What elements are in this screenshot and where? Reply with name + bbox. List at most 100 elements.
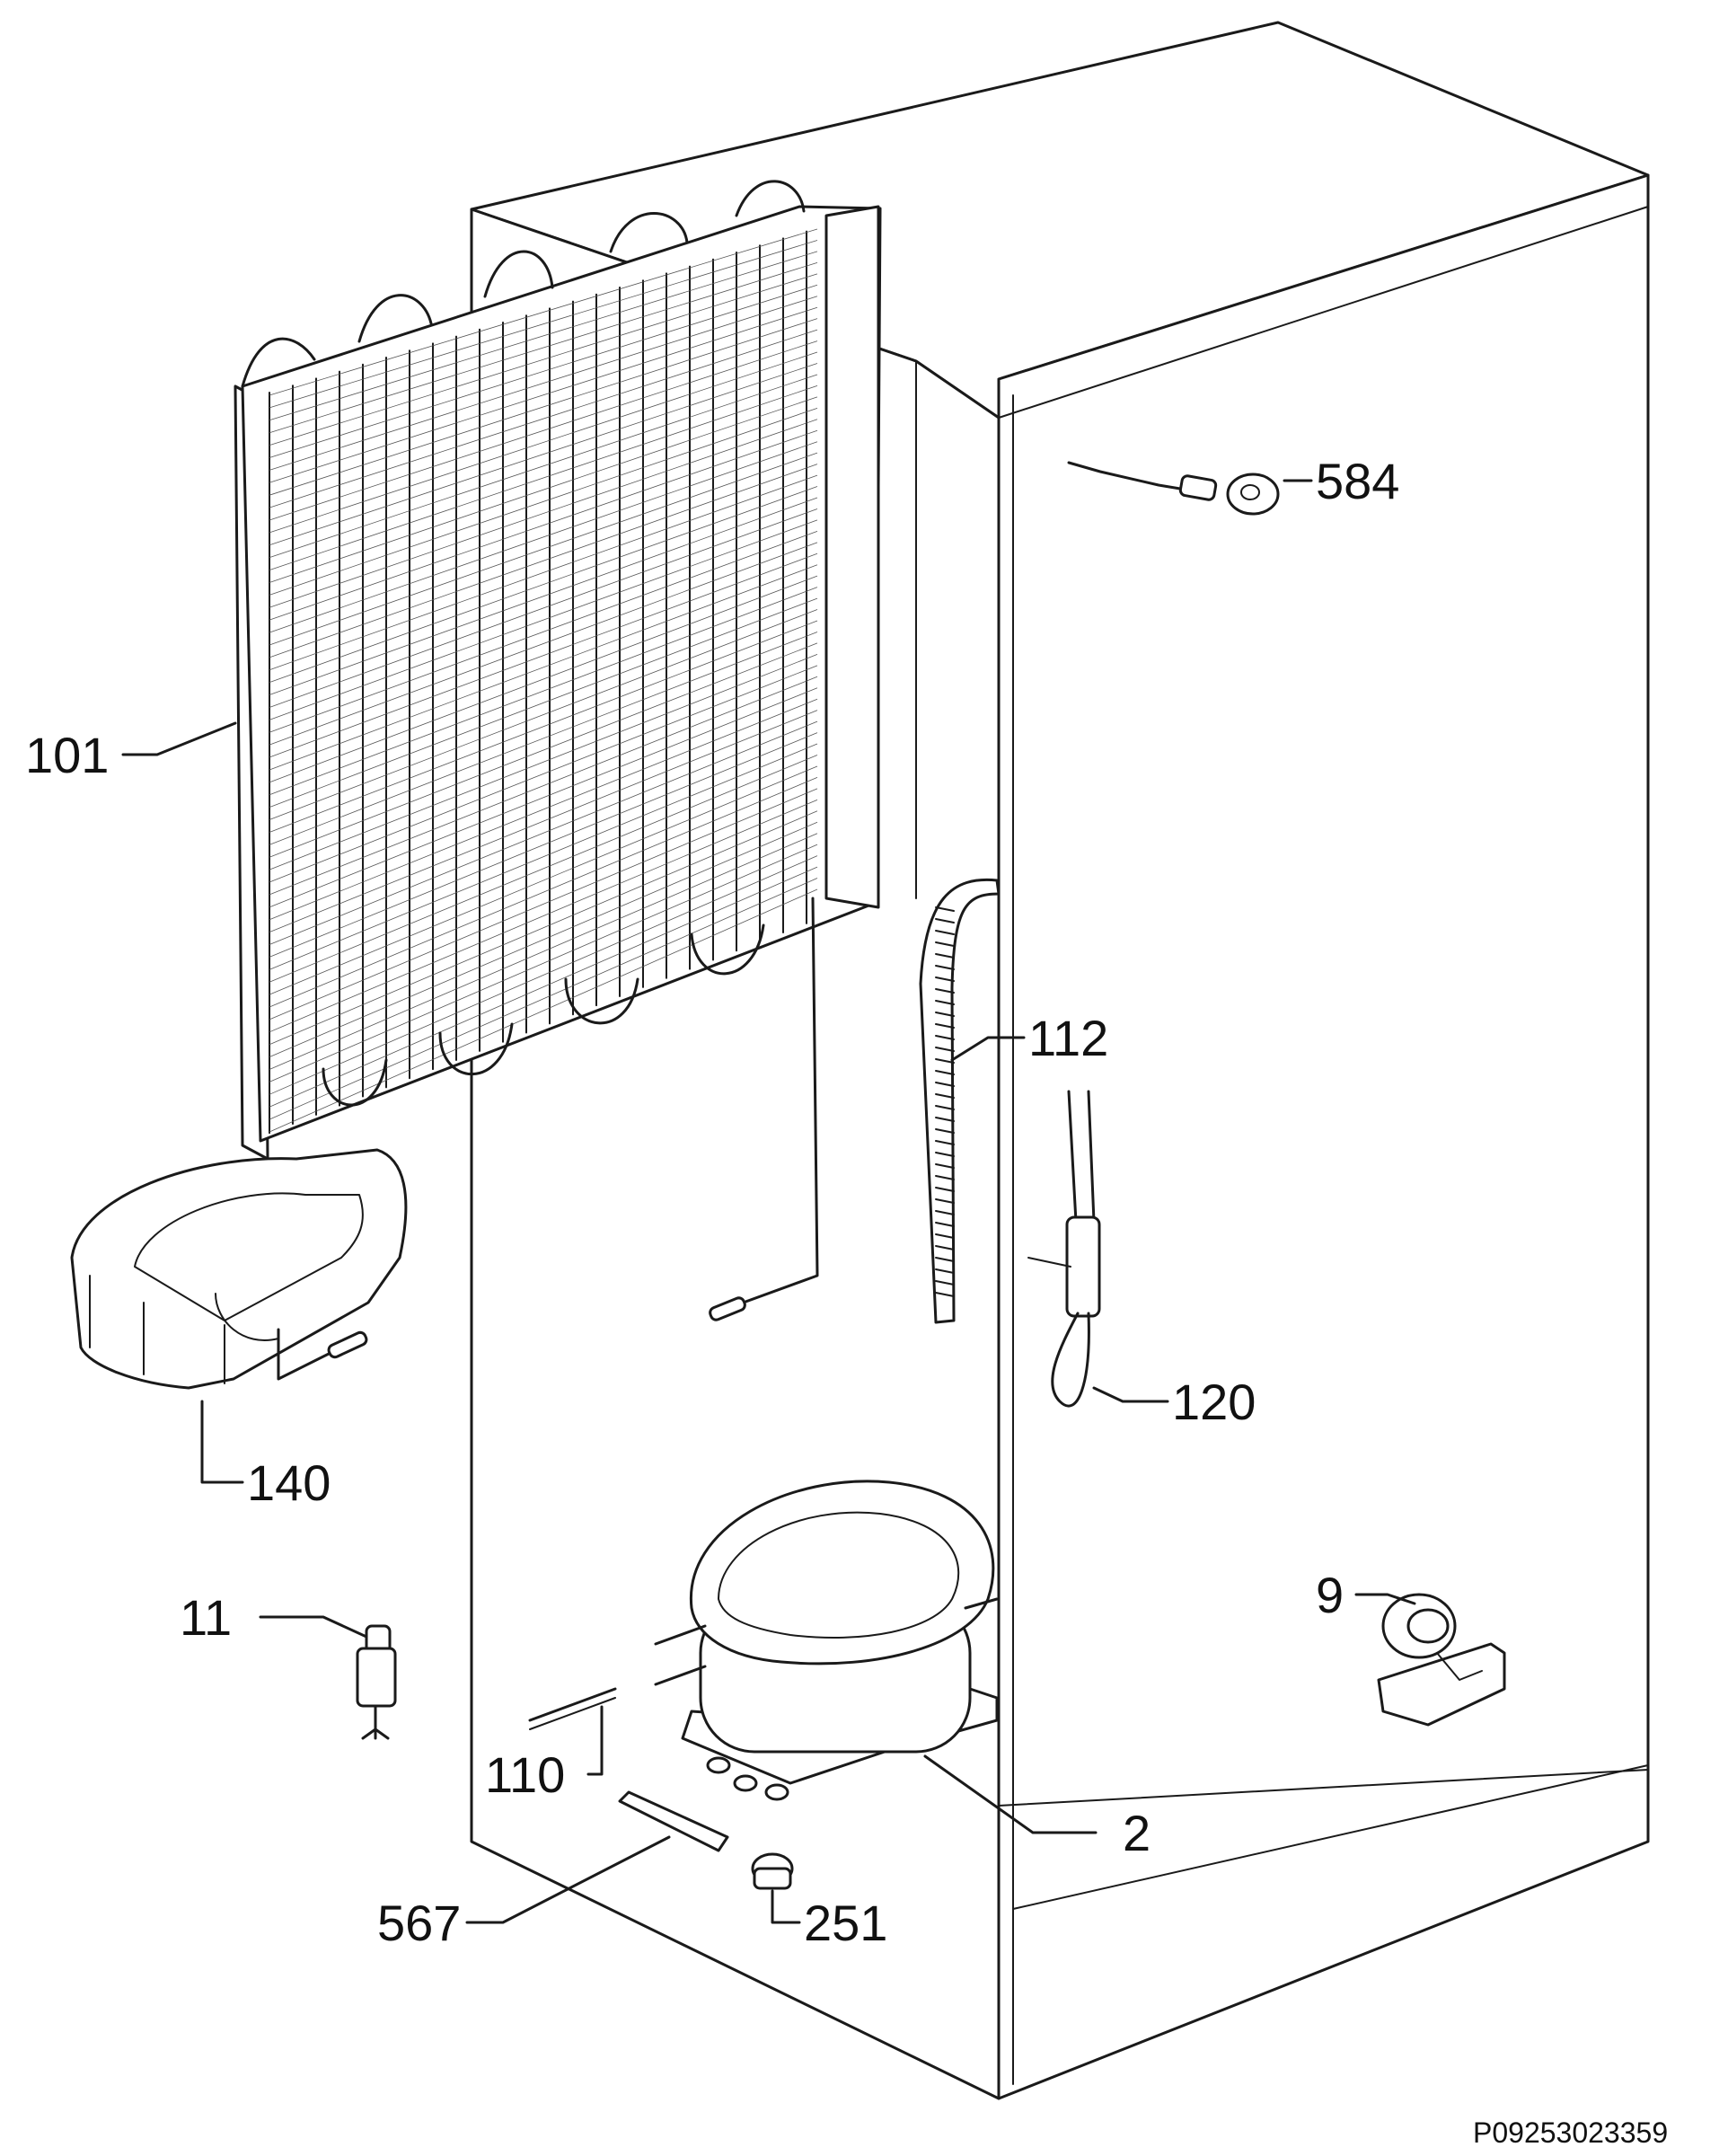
condenser-wire [269,464,818,658]
condenser-wire [269,575,818,783]
condenser-wire [269,452,818,646]
condenser-wire [269,508,818,708]
tube-110 [528,1687,617,1730]
condenser-wire [269,329,818,508]
condenser-wire [269,844,818,1082]
hose-rib [935,1058,955,1064]
hose-rib [935,1140,955,1145]
callout-140: 140 [247,1454,331,1511]
callout-101: 101 [25,727,109,783]
condenser-wire [269,687,818,908]
condenser-wire [269,273,818,446]
hose-rib [935,1023,955,1029]
condenser-wire [269,407,818,596]
condenser-wire [269,698,818,921]
hose-rib [935,1222,955,1227]
condenser-wire [269,542,818,746]
condenser-wire [269,552,818,758]
hose-rib [935,965,955,970]
condenser-wire [269,251,818,421]
condenser-wire [269,833,818,1070]
condenser-wire [269,620,818,833]
condenser-wire [269,810,818,1046]
callout-584: 584 [1316,453,1399,509]
condenser-wire [269,665,818,883]
condenser-wire [269,530,818,733]
hose-rib [935,1128,955,1134]
condenser-wire [269,743,818,970]
condenser-wire [269,306,818,483]
condenser-wire [269,340,818,521]
condenser-wire [269,878,818,1120]
condenser-wire [269,296,818,471]
drawing-number: P09253023359 [1473,2116,1668,2149]
hose-rib [935,1152,955,1157]
sensor-wires [1027,1090,1101,1408]
condenser-wire [269,632,818,845]
condenser-wire [269,486,818,684]
condenser-wire [269,351,818,534]
connector-plug [356,1624,397,1740]
condenser-wire [269,419,818,608]
hose-rib [935,1187,955,1192]
hose-rib [935,953,955,959]
condenser-wire [269,765,818,995]
compressor [654,1480,999,1801]
leader-lines [121,479,1416,1924]
hose-rib [935,941,955,947]
condenser-wire [269,284,818,458]
condenser-wire [269,777,818,1008]
condenser-wire [269,788,818,1021]
hose-rib [935,1163,955,1169]
condenser-coil [234,180,882,1321]
hose-rib [935,1035,955,1040]
hose-rib [935,918,955,923]
hose-rib [935,1292,955,1297]
condenser-wire [269,240,818,409]
condenser-wire [269,609,818,820]
hose-rib [935,1082,955,1087]
condenser-wire [269,587,818,796]
condenser-wire [269,363,818,546]
hose-rib [935,930,955,935]
callout-11: 11 [180,1589,232,1646]
callout-2: 2 [1123,1805,1151,1861]
condenser-wire [269,855,818,1095]
hose-rib [935,1233,955,1239]
callout-labels: 584 101 112 120 140 11 9 110 2 567 251 [25,453,1399,1951]
callout-251: 251 [804,1895,887,1951]
callout-110: 110 [485,1746,565,1803]
hose-rib [935,1117,955,1122]
condenser-wire [269,474,818,671]
condenser-wire [269,642,818,858]
condenser-wire [269,720,818,945]
condenser-wire [269,441,818,633]
condenser-wire [269,318,818,496]
hose-rib [935,1198,955,1204]
condenser-wire [269,710,818,932]
condenser-wire [269,597,818,808]
callout-9: 9 [1316,1567,1344,1623]
callout-112: 112 [1028,1010,1108,1066]
hose-rib [935,988,955,994]
condenser-wire [269,676,818,896]
hose-rib [935,1105,955,1110]
hose-rib [935,1012,955,1017]
condenser-wire [269,396,818,583]
callout-120: 120 [1172,1374,1256,1430]
hose-rib [935,1210,955,1215]
condenser-wire [269,261,818,434]
condenser-wire [269,755,818,983]
condenser-wire [269,497,818,695]
drip-tray [70,1148,408,1390]
condenser-wire [269,732,818,958]
condenser-wire [269,866,818,1108]
condenser-wire [269,799,818,1033]
callout-567: 567 [377,1895,461,1951]
condenser-wire [269,888,818,1133]
hose-rib [935,1175,955,1180]
hose-rib [935,1268,955,1274]
hose-rib [935,906,955,912]
hose-rib [935,1000,955,1005]
